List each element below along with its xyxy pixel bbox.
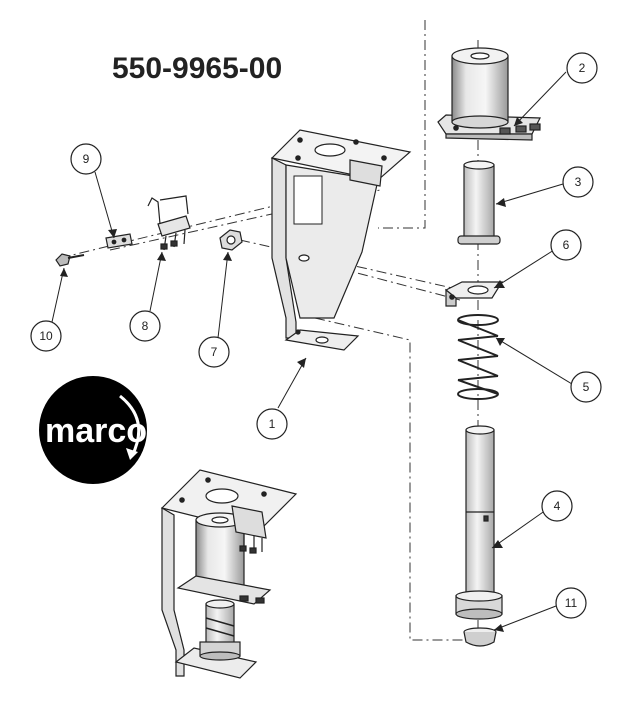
callout-circle-3 [562, 166, 594, 198]
callout-circle-8 [129, 310, 161, 342]
callout-label-10: 10 [39, 329, 53, 343]
callout-circle-5 [570, 371, 602, 403]
plunger-part [455, 425, 503, 620]
callout-circle-7 [198, 336, 230, 368]
stop-bracket-part [444, 281, 504, 307]
callout-leaders [51, 71, 573, 631]
coil-part [437, 47, 541, 141]
callout-label-1: 1 [269, 417, 276, 431]
assembly-guide-lines [59, 20, 479, 641]
callout-label-11: 11 [565, 596, 578, 610]
plunger-tip-part [463, 627, 497, 647]
callout-label-4: 4 [554, 499, 561, 513]
callout-label-2: 2 [579, 61, 586, 75]
assembled-view [160, 469, 298, 679]
callout-circle-4 [541, 490, 573, 522]
callout-label-3: 3 [575, 175, 582, 189]
part-number-title: 550-9965-00 [112, 52, 283, 85]
callout-circle-2 [566, 52, 598, 84]
callout-label-6: 6 [563, 238, 570, 252]
callout-arrows [60, 117, 523, 632]
callout-circle-1 [256, 408, 288, 440]
spring-part [457, 314, 499, 400]
logo-text: marco [45, 412, 147, 450]
main-bracket-part [270, 129, 412, 351]
callout-label-8: 8 [142, 319, 149, 333]
callout-label-5: 5 [583, 380, 590, 394]
callout-circle-11 [555, 587, 587, 619]
callout-circle-9 [70, 143, 102, 175]
callout-label-7: 7 [211, 345, 218, 359]
callout-circle-6 [550, 229, 582, 261]
callout-labels: 1 2 3 4 5 6 7 8 9 10 11 [39, 61, 589, 610]
screw-part [55, 253, 85, 267]
switch-part [147, 195, 191, 251]
callout-badges [30, 52, 602, 619]
nut-part [219, 229, 243, 251]
callout-label-9: 9 [83, 152, 90, 166]
insulator-part [105, 233, 133, 249]
callout-circle-10 [30, 320, 62, 352]
marco-logo: marco [39, 376, 147, 484]
sleeve-part [457, 160, 501, 245]
